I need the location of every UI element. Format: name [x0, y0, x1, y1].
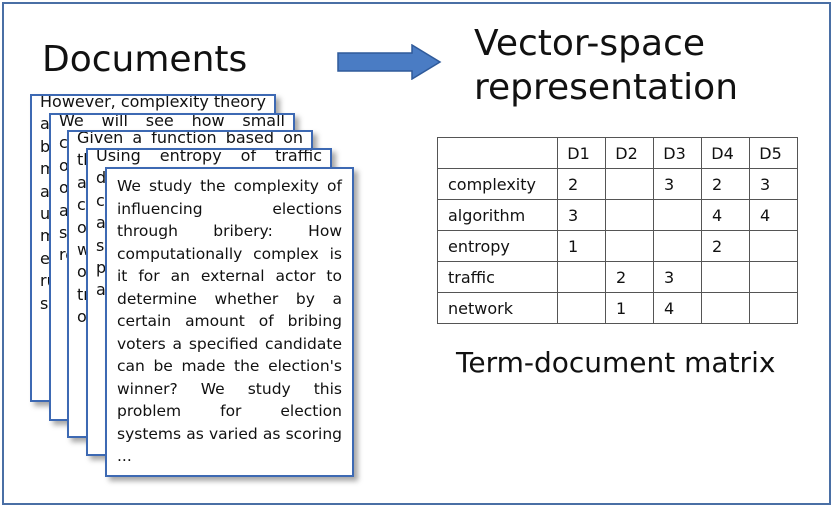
count-cell: 4 — [653, 292, 702, 324]
count-cell — [653, 199, 702, 231]
term-cell: complexity — [437, 168, 558, 200]
column-header: D1 — [557, 137, 606, 169]
matrix-row: network 1 4 — [437, 292, 798, 324]
count-cell: 2 — [605, 261, 654, 293]
count-cell — [605, 230, 654, 262]
vector-space-title-line1: Vector-space — [474, 23, 706, 64]
count-cell — [701, 292, 750, 324]
term-cell: algorithm — [437, 199, 558, 231]
count-cell — [749, 292, 798, 324]
count-cell — [605, 199, 654, 231]
column-header: D2 — [605, 137, 654, 169]
matrix-row: entropy 1 2 — [437, 230, 798, 262]
matrix-row: algorithm 3 4 4 — [437, 199, 798, 231]
count-cell — [557, 261, 606, 293]
count-cell: 1 — [605, 292, 654, 324]
vector-space-title-line2: representation — [474, 67, 739, 108]
count-cell — [749, 230, 798, 262]
count-cell — [605, 168, 654, 200]
term-cell: network — [437, 292, 558, 324]
column-header: D5 — [749, 137, 798, 169]
count-cell: 4 — [749, 199, 798, 231]
count-cell: 3 — [749, 168, 798, 200]
documents-title: Documents — [42, 39, 248, 80]
count-cell: 4 — [701, 199, 750, 231]
vector-space-title: Vector-space representation — [474, 22, 738, 110]
count-cell: 1 — [557, 230, 606, 262]
column-header: D4 — [701, 137, 750, 169]
count-cell — [749, 261, 798, 293]
count-cell — [557, 292, 606, 324]
matrix-caption: Term-document matrix — [456, 346, 776, 379]
count-cell: 3 — [653, 261, 702, 293]
count-cell: 3 — [653, 168, 702, 200]
term-cell: traffic — [437, 261, 558, 293]
count-cell — [701, 261, 750, 293]
term-cell: entropy — [437, 230, 558, 262]
count-cell — [653, 230, 702, 262]
right-arrow-icon — [337, 44, 442, 80]
document-text: We study the complexity of influencing e… — [117, 177, 342, 465]
term-document-matrix: D1 D2 D3 D4 D5 complexity 2 3 2 3 algori… — [437, 137, 798, 324]
count-cell: 2 — [557, 168, 606, 200]
matrix-header-row: D1 D2 D3 D4 D5 — [437, 137, 798, 169]
column-header: D3 — [653, 137, 702, 169]
matrix-corner-cell — [437, 137, 558, 169]
count-cell: 3 — [557, 199, 606, 231]
count-cell: 2 — [701, 230, 750, 262]
matrix-row: traffic 2 3 — [437, 261, 798, 293]
matrix-row: complexity 2 3 2 3 — [437, 168, 798, 200]
document-page-front: We study the complexity of influencing e… — [105, 167, 354, 477]
count-cell: 2 — [701, 168, 750, 200]
